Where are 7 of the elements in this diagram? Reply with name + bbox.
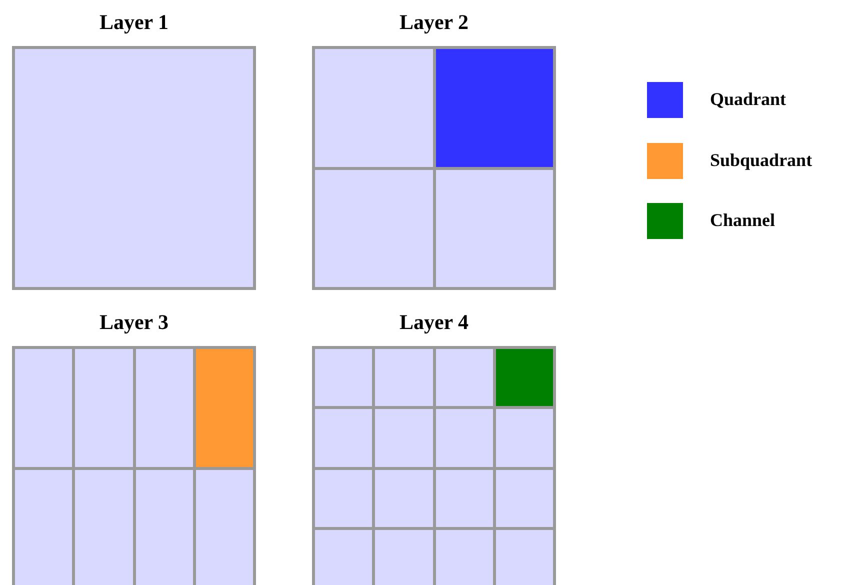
legend-label: Channel xyxy=(710,210,776,231)
legend-label: Quadrant xyxy=(710,89,786,110)
legend-label: Subquadrant xyxy=(710,150,812,170)
layer-heading: Layer 1 xyxy=(98,10,170,35)
layer-heading: Layer 4 xyxy=(398,310,470,335)
layer-heading: Layer 2 xyxy=(398,10,470,35)
layer-heading: Layer 3 xyxy=(98,310,170,335)
